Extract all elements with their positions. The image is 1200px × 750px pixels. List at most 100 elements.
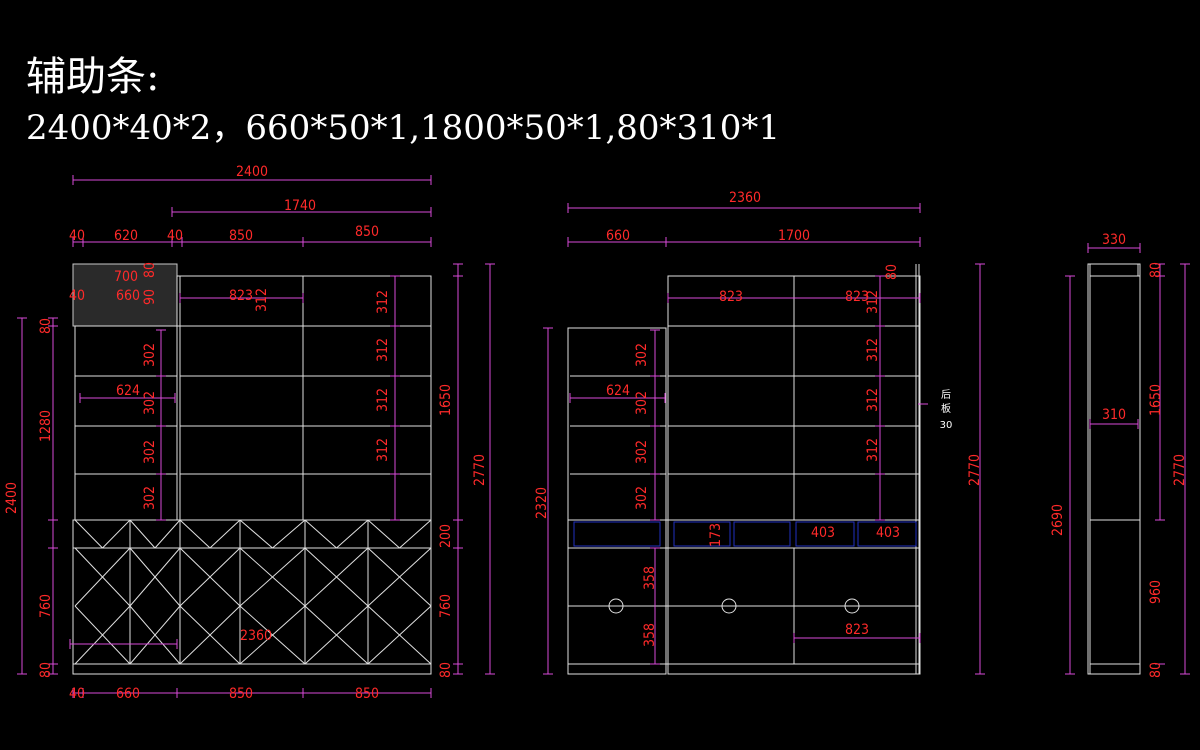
back-panel-note: 板 [941,402,951,415]
dim-2690: 2690 [1050,504,1066,536]
dim-80-bottom-right: 80 [438,662,454,678]
valance-diagonal [336,519,369,549]
dim-80-top: 80 [142,262,158,278]
dim-80-top: 80 [1148,262,1164,278]
door-diagonal [74,605,131,665]
dim-2400-top: 2400 [236,164,268,180]
left-tower [567,327,667,675]
handle-hole [608,598,624,614]
dim-302-c: 302 [142,440,158,464]
dim-823-b: 823 [845,289,869,305]
dim-310: 310 [1102,407,1126,423]
dim-823-a: 823 [719,289,743,305]
dim-40: 40 [69,228,85,244]
parts-list: 2400*40*2，660*50*1,1800*50*1,80*310*1 [26,108,781,148]
dim-1650: 1650 [1148,384,1164,416]
valance-diagonal [129,519,156,549]
dim-2320: 2320 [534,487,550,519]
dim-40b: 40 [167,228,183,244]
dim-660-bottom: 660 [116,686,140,702]
door-diagonal [179,547,241,607]
back-panel-note: 后 [941,389,951,401]
dim-1280: 1280 [38,410,54,442]
dim-80: 80 [884,264,900,280]
dim-302-a: 302 [634,343,650,367]
drawer-front [673,521,731,547]
dim-850-bottom-b: 850 [355,686,379,702]
handle-hole [844,598,860,614]
valance-diagonal [272,519,306,549]
dim-624: 624 [606,383,630,399]
valance-diagonal [102,519,131,549]
dim-2360: 2360 [240,628,272,644]
back-panel-note: 30 [940,420,953,431]
dim-760-right: 760 [438,594,454,618]
door-diagonal [74,547,131,607]
valance-diagonal [74,519,103,549]
dim-302-b: 302 [142,391,158,415]
door-diagonal [304,547,369,607]
left-shelf-unit [74,325,178,521]
valance-diagonal [367,519,400,549]
dim-358-a: 358 [642,566,658,590]
dim-312-c: 312 [865,388,881,412]
dim-312-b: 312 [375,290,391,314]
valance-diagonal [304,519,337,549]
dim-312-b: 312 [865,338,881,362]
door-diagonal [179,605,241,665]
dim-700: 700 [114,269,138,285]
valance-diagonal [179,519,211,549]
dim-403-a: 403 [811,525,835,541]
dim-302-a: 302 [142,343,158,367]
dim-312-a: 312 [865,290,881,314]
dim-90: 90 [142,289,158,305]
dim-960: 960 [1148,580,1164,604]
door-diagonal [239,605,306,665]
door-diagonal [367,547,432,607]
valance-diagonal [399,519,432,549]
door-diagonal [304,605,369,665]
dim-40c: 40 [69,288,85,304]
dim-760-left: 760 [38,594,54,618]
dim-312-c: 312 [375,338,391,362]
dim-624: 624 [116,383,140,399]
dim-330: 330 [1102,232,1126,248]
dim-80-bottom-left: 80 [38,662,54,678]
dim-2360: 2360 [729,190,761,206]
door-diagonal [129,547,181,607]
drawer-front [733,521,791,547]
right-shelf-unit [179,275,432,521]
dim-1700: 1700 [778,228,810,244]
top-panel [176,275,432,327]
dim-200: 200 [438,524,454,548]
dim-850-bottom: 850 [229,686,253,702]
dim-660: 660 [606,228,630,244]
dim-823-bottom: 823 [845,622,869,638]
plinth [72,663,432,675]
door-diagonal [239,547,306,607]
dim-80-bottom: 80 [1148,662,1164,678]
dim-2770: 2770 [472,454,488,486]
drawer-front [857,521,917,547]
dim-1650: 1650 [438,384,454,416]
dim-302-d: 302 [142,486,158,510]
valance-diagonal [239,519,273,549]
dim-2770: 2770 [1172,454,1188,486]
dim-2770: 2770 [967,454,983,486]
dim-850b: 850 [355,224,379,240]
handle-hole [721,598,737,614]
dim-302-b: 302 [634,391,650,415]
dim-302-d: 302 [634,486,650,510]
side-panel [1087,263,1141,675]
drawer-front [573,521,661,547]
dim-823: 823 [229,288,253,304]
dim-312-a: 312 [254,288,270,312]
dim-40-bottom: 40 [69,686,85,702]
dim-358-b: 358 [642,623,658,647]
drawer-front [795,521,855,547]
valance-diagonal [154,519,181,549]
door-diagonal [129,605,181,665]
dim-302-c: 302 [634,440,650,464]
dim-312-d: 312 [375,388,391,412]
